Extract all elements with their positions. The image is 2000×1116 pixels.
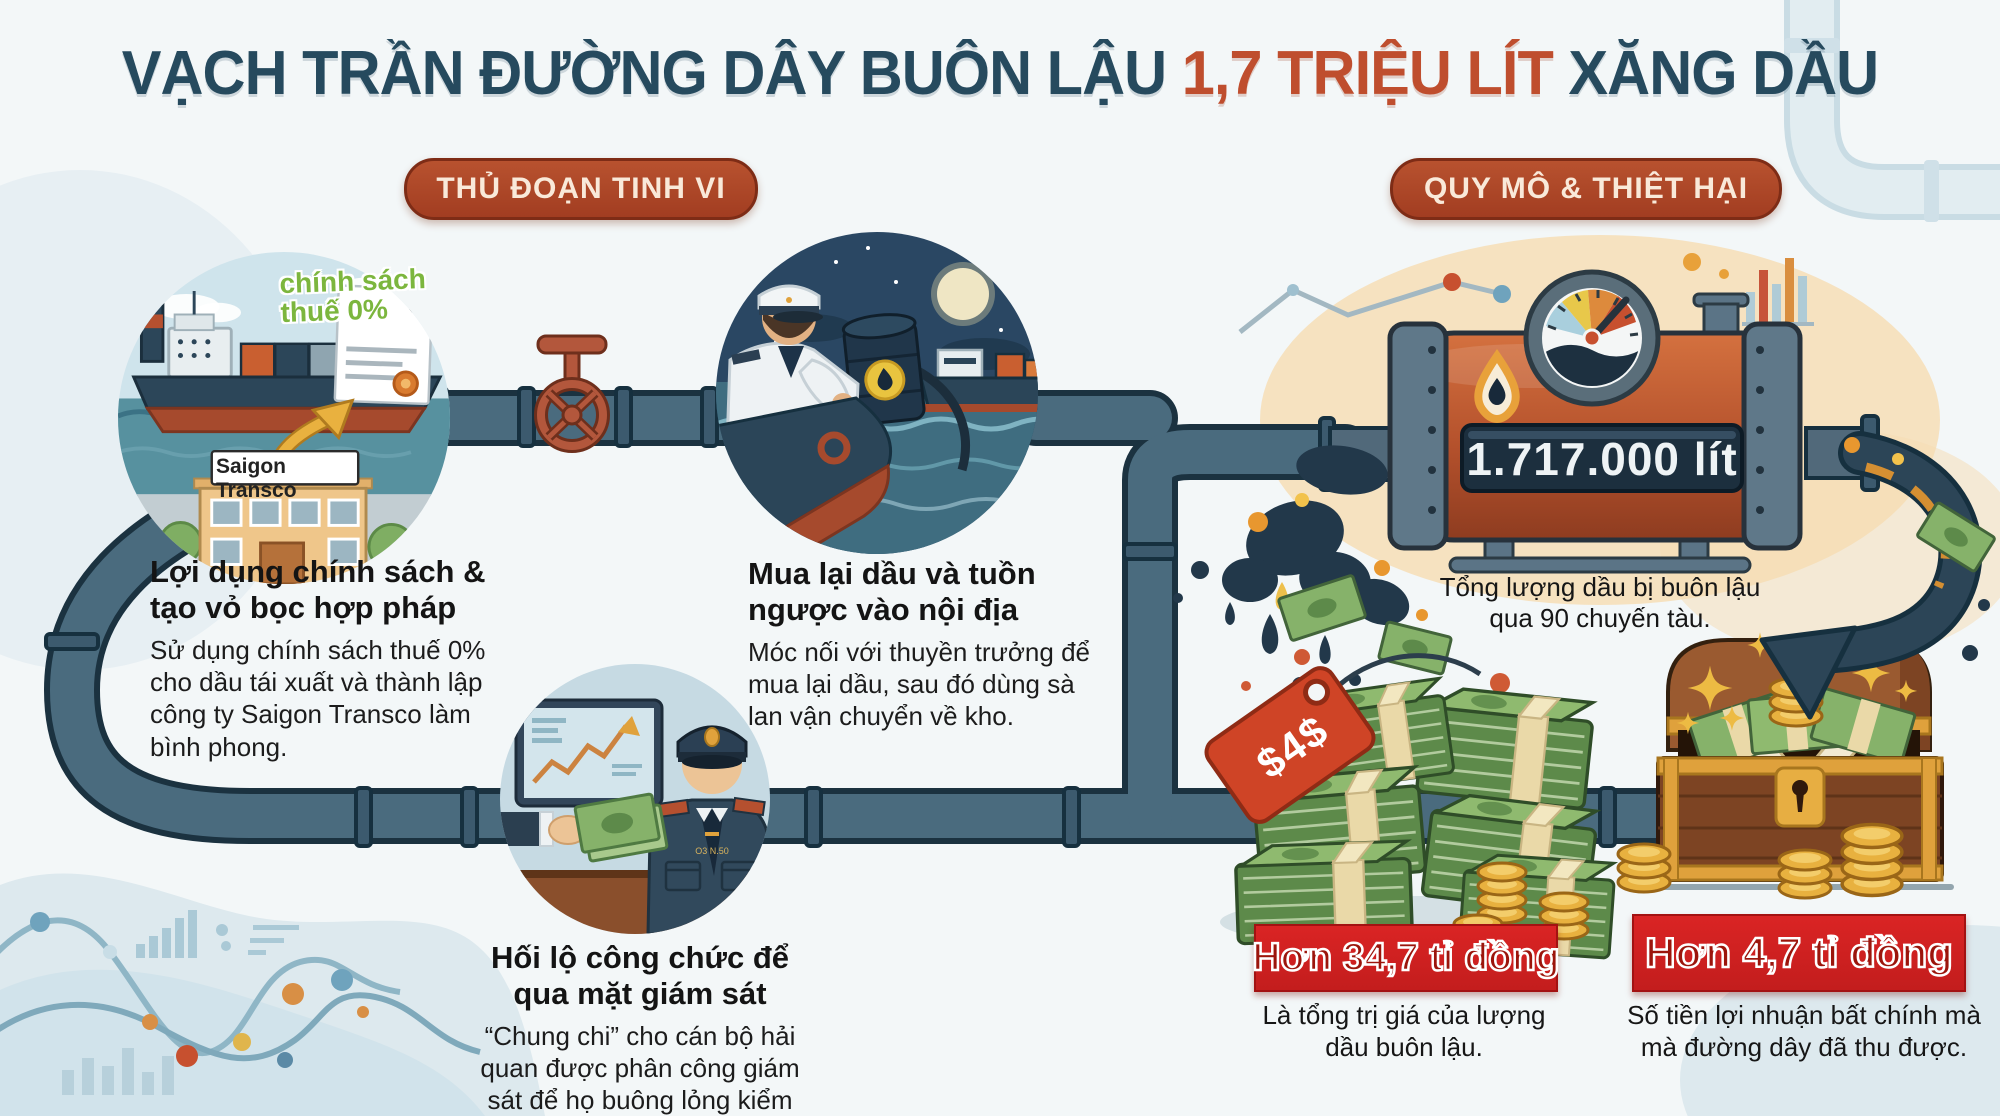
tank-line-doodle (1238, 253, 1729, 334)
uniform-badge-text: O3 N.50 (695, 846, 729, 856)
profit-arrow-illustration (1759, 431, 1996, 720)
captain-oil-illustration (716, 232, 1038, 554)
section-badge-methods: THỦ ĐOẠN TINH VI (404, 158, 758, 220)
step-bribe-text: Hối lộ công chức để qua mặt giám sát “Ch… (470, 940, 810, 1116)
step-policy-body: Sử dụng chính sách thuế 0% cho dầu tái x… (150, 634, 486, 762)
profit-caption: Số tiền lợi nhuận bất chính mà mà đường … (1627, 1000, 1981, 1062)
policy-doc-label: chính sách thuế 0% (278, 263, 427, 329)
tank-caption: Tổng lượng dầu bị buôn lậu qua 90 chuyến… (1439, 572, 1761, 634)
oil-drop-icon (1474, 348, 1520, 424)
section-badge-scale: QUY MÔ & THIỆT HẠI (1390, 158, 1782, 220)
price-tag-icon (1204, 666, 1376, 824)
step-buyback-text: Mua lại dầu và tuồn ngược vào nội địa Mó… (748, 556, 1100, 733)
policy-document-icon (333, 284, 434, 406)
title-suffix: XĂNG DẦU (1552, 39, 1879, 108)
page-title: VẠCH TRẦN ĐƯỜNG DÂY BUÔN LẬU 1,7 TRIỆU L… (40, 38, 1960, 109)
gauge-icon (1523, 269, 1661, 407)
valve-icon (534, 334, 610, 453)
title-prefix: VẠCH TRẦN ĐƯỜNG DÂY BUÔN LẬU (121, 39, 1182, 108)
chart-dots (30, 912, 369, 1068)
profit-badge: Hơn 4,7 tỉ đồng (1632, 914, 1966, 992)
step-buyback-title: Mua lại dầu và tuồn ngược vào nội địa (748, 556, 1036, 627)
mini-bar-chart (136, 910, 299, 958)
tank-volume-value: 1.717.000 lít (1466, 433, 1738, 485)
banknote-icon (1916, 501, 1996, 573)
chest-treasure (1687, 676, 1917, 782)
banknote-icon (1377, 620, 1453, 676)
step-buyback-body: Móc nối với thuyền trưởng để mua lại dầu… (748, 636, 1090, 732)
lock-icon (1774, 766, 1826, 828)
volume-panel (1460, 423, 1744, 493)
total-value-badge: Hơn 34,7 tỉ đồng (1251, 924, 1561, 992)
oil-barrel-icon (841, 313, 926, 426)
total-value-caption: Là tổng trị giá của lượng dầu buôn lậu. (1262, 1000, 1546, 1062)
step-policy-text: Lợi dụng chính sách & tạo vỏ bọc hợp phá… (150, 554, 502, 763)
bribe-officer-illustration: O3 N.50 (500, 664, 770, 934)
tanker-ship-icon (919, 348, 1038, 412)
oil-splash-illustration (1173, 445, 1453, 693)
ship-company-illustration (118, 252, 450, 584)
oil-tank-illustration (1318, 269, 1880, 574)
fuel-hose-icon (913, 366, 970, 472)
step-bribe-title: Hối lộ công chức để qua mặt giám sát (490, 940, 790, 1011)
bribe-hand-icon (500, 792, 669, 863)
title-highlight: 1,7 TRIỆU LÍT (1181, 39, 1554, 108)
line-chart-doodle (0, 917, 481, 1062)
company-sign-label: Saigon Transco (216, 455, 297, 502)
banknote-icon (1277, 574, 1367, 642)
step-bribe-body: “Chung chi” cho cán bộ hải quan được phâ… (480, 1020, 800, 1116)
mini-bar-chart-2 (62, 1048, 174, 1095)
decor-pipe-icon (1784, 0, 2000, 222)
tag-string (1336, 653, 1482, 688)
step-policy-title: Lợi dụng chính sách & tạo vỏ bọc hợp phá… (150, 554, 486, 625)
